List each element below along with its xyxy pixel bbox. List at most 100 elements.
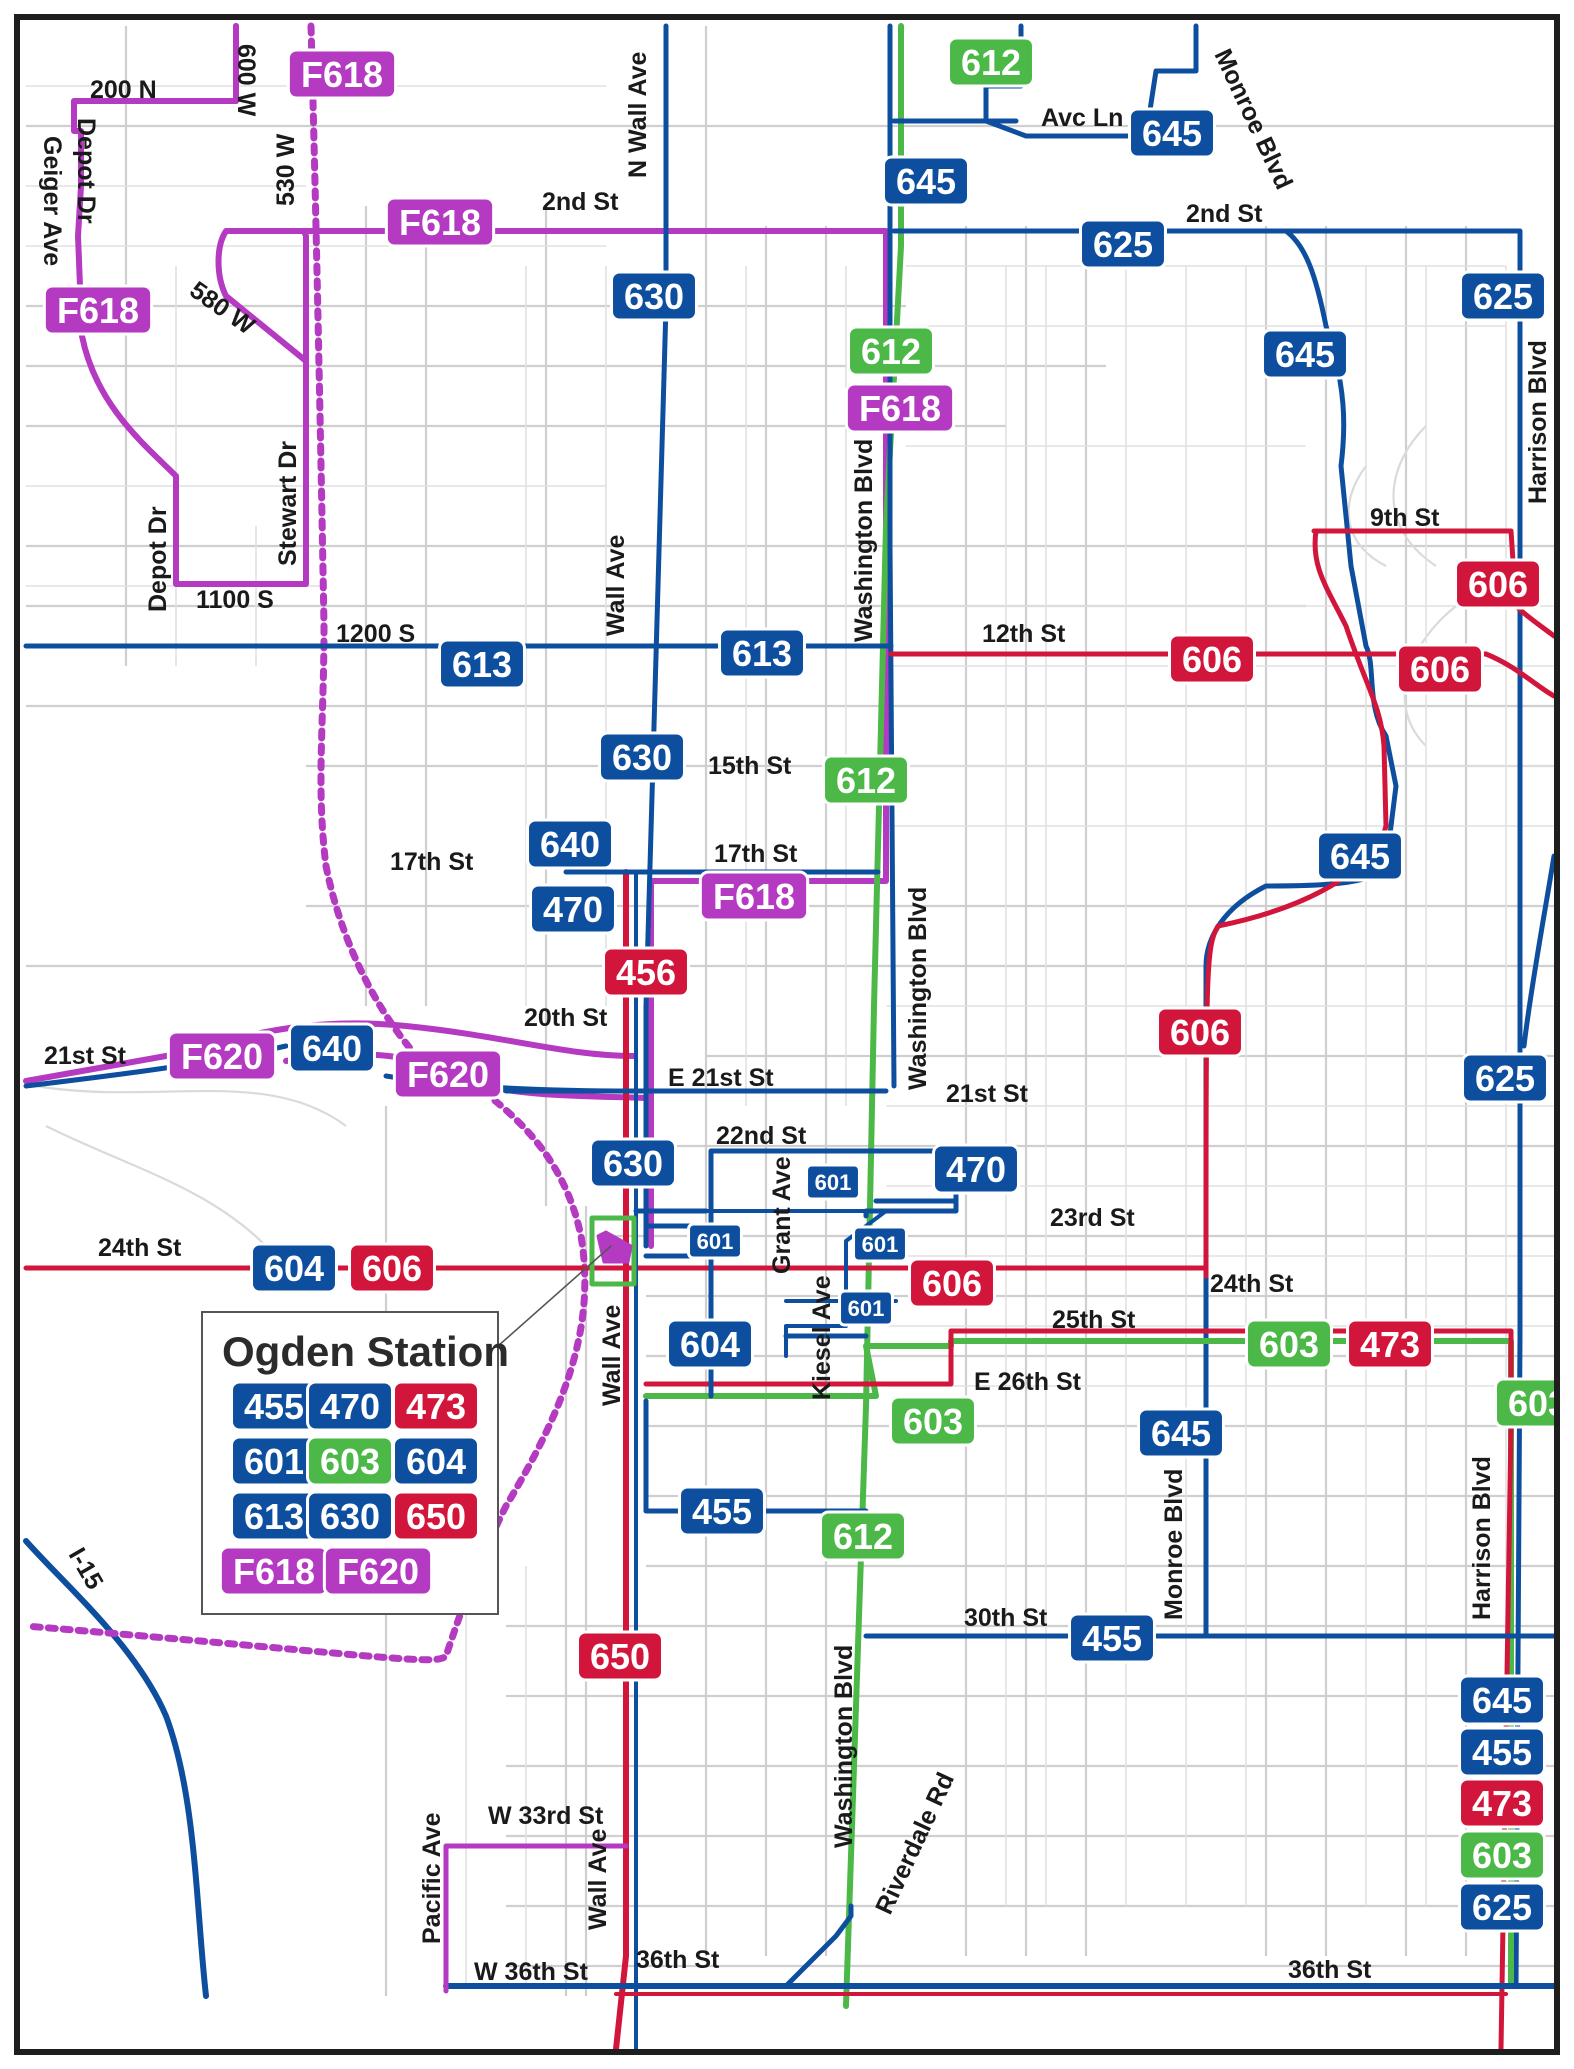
- route-line-riverdale[interactable]: [783, 1903, 854, 1989]
- ogden-station-marker[interactable]: [589, 1215, 637, 1287]
- route-badge-label: 470: [946, 1149, 1006, 1190]
- route-badge-bg: [392, 1048, 504, 1100]
- route-badge-b22[interactable]: 613: [438, 638, 526, 690]
- route-badge-legend-473[interactable]: 473: [392, 1380, 480, 1432]
- route-badge-legend-604[interactable]: 604: [392, 1435, 480, 1487]
- route-line-650[interactable]: [613, 869, 629, 2049]
- route-badge-b28[interactable]: 606: [908, 1257, 996, 1309]
- route-badge-b21[interactable]: 630: [589, 1137, 677, 1189]
- route-line-455[interactable]: [643, 1398, 1554, 1639]
- route-badge-legend-455[interactable]: 455: [230, 1380, 318, 1432]
- route-badge-b4[interactable]: F618: [844, 382, 956, 434]
- route-badge-b16[interactable]: 625: [1079, 218, 1167, 270]
- route-badge-label: 630: [320, 1496, 380, 1537]
- route-line-606[interactable]: [23, 528, 1554, 1279]
- route-line-i15[interactable]: [23, 1538, 209, 1999]
- route-badge-legend-630[interactable]: 630: [306, 1490, 394, 1542]
- route-badge-b7[interactable]: F620: [392, 1048, 504, 1100]
- route-line-625[interactable]: [891, 228, 1399, 1639]
- route-badge-b41x[interactable]: 645: [1137, 1407, 1225, 1459]
- route-badge-b26[interactable]: 606: [1396, 643, 1484, 695]
- route-badge-b42[interactable]: 603: [1494, 1377, 1554, 1429]
- route-badge-bg: [589, 1137, 677, 1189]
- route-badge-legend-603[interactable]: 603: [306, 1435, 394, 1487]
- route-line-473[interactable]: [643, 1328, 1514, 2049]
- route-badge-b27[interactable]: 606: [1156, 1006, 1244, 1058]
- route-line-f618-rail[interactable]: [307, 22, 430, 1070]
- route-line-625-east[interactable]: [1283, 228, 1554, 1989]
- route-badge-s1[interactable]: 645: [1458, 1674, 1546, 1726]
- route-badge-b44[interactable]: 455: [678, 1485, 766, 1537]
- route-line-630[interactable]: [643, 23, 669, 1249]
- label-12th: 12th St: [982, 620, 1066, 648]
- route-badge-b39[interactable]: 604: [666, 1318, 754, 1370]
- route-badge-b14[interactable]: 645: [1261, 328, 1349, 380]
- route-badge-b23[interactable]: 613: [718, 627, 806, 679]
- route-badge-b32[interactable]: 470: [932, 1143, 1020, 1195]
- route-line-470[interactable]: [633, 1148, 959, 1229]
- route-badge-b46[interactable]: 650: [576, 1630, 664, 1682]
- route-badge-b15[interactable]: 645: [1316, 830, 1404, 882]
- route-badge-label: 455: [692, 1491, 752, 1532]
- route-badge-bg: [1396, 643, 1484, 695]
- label-21st-w: 21st St: [44, 1042, 127, 1070]
- route-badge-label: 456: [616, 952, 676, 993]
- route-badge-b36[interactable]: 601: [852, 1225, 908, 1263]
- route-badge-b37[interactable]: 601: [838, 1289, 894, 1327]
- route-badge-b19[interactable]: 630: [610, 270, 698, 322]
- route-line-f620-rail[interactable]: [22, 1062, 589, 1664]
- route-badge-b30[interactable]: 640: [288, 1022, 376, 1074]
- route-badge-legend-613[interactable]: 613: [230, 1490, 318, 1542]
- route-badge-b12[interactable]: 645: [1128, 107, 1216, 159]
- route-badge-label: 613: [732, 633, 792, 674]
- route-badge-b2[interactable]: F618: [42, 284, 154, 336]
- route-badge-b33[interactable]: 456: [602, 946, 690, 998]
- route-badge-legend-601[interactable]: 601: [230, 1435, 318, 1487]
- route-badge-b18[interactable]: 625: [1461, 1052, 1549, 1104]
- route-badge-b9[interactable]: 612: [847, 325, 935, 377]
- route-badge-legend-F618[interactable]: F618: [218, 1545, 330, 1597]
- route-badge-b6[interactable]: F620: [166, 1030, 278, 1082]
- route-badge-b31[interactable]: 470: [529, 883, 617, 935]
- route-badge-legend-650[interactable]: 650: [392, 1490, 480, 1542]
- transit-map[interactable]: 200 N Geiger Ave Depot Dr 600 W 530 W 58…: [20, 20, 1554, 2049]
- route-badge-b41[interactable]: 603: [889, 1395, 977, 1447]
- route-badge-bg: [384, 196, 496, 248]
- route-badge-bg: [392, 1435, 480, 1487]
- route-badge-s2[interactable]: 455: [1458, 1726, 1546, 1778]
- route-badge-b28x[interactable]: 606: [348, 1242, 436, 1294]
- route-badge-s4[interactable]: 603: [1458, 1829, 1546, 1881]
- label-wall-mid: Wall Ave: [602, 534, 630, 636]
- route-badge-bg: [847, 325, 935, 377]
- route-badge-b1[interactable]: F618: [286, 48, 398, 100]
- route-badge-b45[interactable]: 455: [1068, 1612, 1156, 1664]
- route-badge-b3[interactable]: F618: [384, 196, 496, 248]
- route-badge-b34[interactable]: 601: [805, 1163, 861, 1201]
- route-badge-b29[interactable]: 640: [526, 818, 614, 870]
- route-badge-b10[interactable]: 612: [822, 754, 910, 806]
- route-badge-b38[interactable]: 604: [250, 1242, 338, 1294]
- route-badge-label: 470: [320, 1386, 380, 1427]
- route-badge-s5[interactable]: 625: [1458, 1881, 1546, 1933]
- route-badge-legend-F620[interactable]: F620: [322, 1545, 434, 1597]
- route-badge-bg: [166, 1030, 278, 1082]
- route-badge-b40[interactable]: 603: [1245, 1318, 1333, 1370]
- route-badge-legend-470[interactable]: 470: [306, 1380, 394, 1432]
- label-e21: E 21st St: [668, 1064, 774, 1092]
- label-17th-e: 17th St: [714, 840, 798, 868]
- route-badge-b11[interactable]: 612: [819, 1510, 907, 1562]
- route-line-f618-pacific[interactable]: [443, 1843, 629, 1994]
- route-badge-bg: [698, 870, 810, 922]
- route-badge-label: F618: [57, 290, 139, 331]
- route-badge-b24[interactable]: 606: [1454, 558, 1542, 610]
- route-badge-b17[interactable]: 625: [1459, 270, 1547, 322]
- route-badge-b5[interactable]: F618: [698, 870, 810, 922]
- route-badge-b20[interactable]: 630: [598, 731, 686, 783]
- route-badge-b43[interactable]: 473: [1346, 1318, 1434, 1370]
- route-badge-s3[interactable]: 473: [1458, 1777, 1546, 1829]
- route-badge-b8[interactable]: 612: [947, 36, 1035, 88]
- route-badge-b13[interactable]: 645: [882, 155, 970, 207]
- route-badge-b35[interactable]: 601: [687, 1222, 743, 1260]
- route-badge-label: 455: [1082, 1618, 1142, 1659]
- route-badge-b25[interactable]: 606: [1168, 633, 1256, 685]
